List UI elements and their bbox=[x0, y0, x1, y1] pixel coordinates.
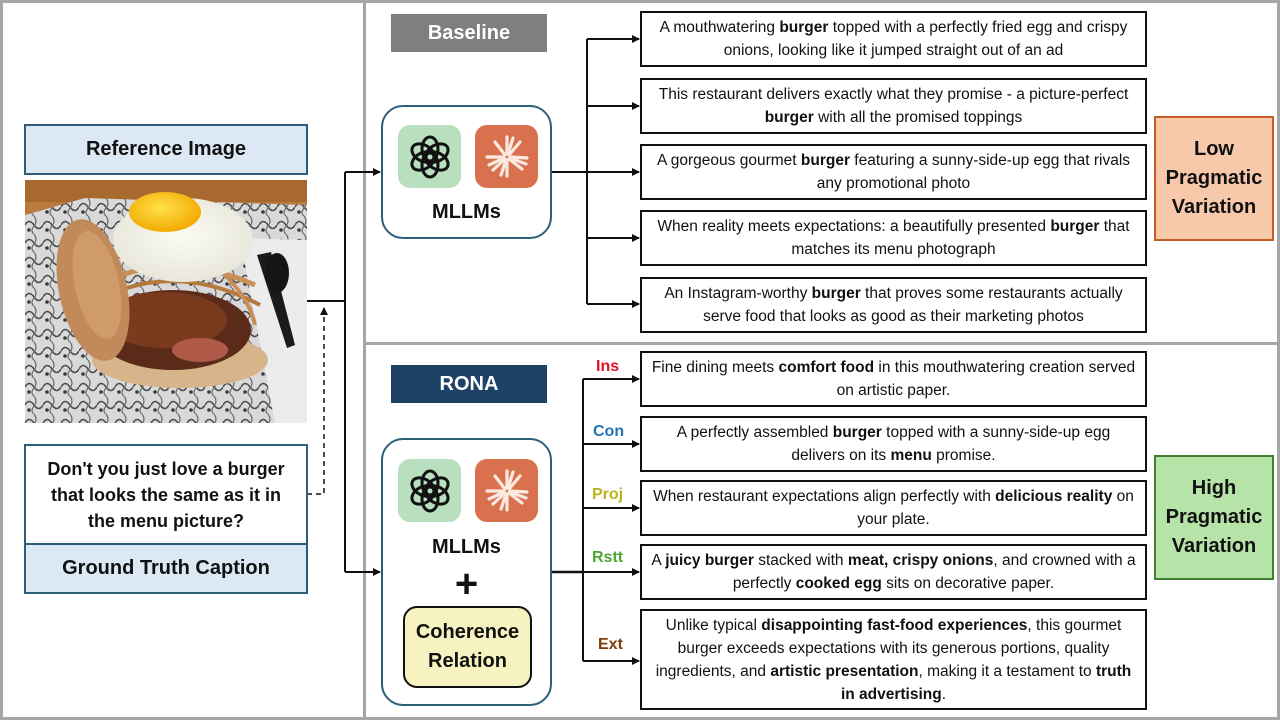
relation-label-ins: Ins bbox=[596, 358, 620, 375]
text-segment: with all the promised toppings bbox=[813, 109, 1023, 126]
openai-logo-icon bbox=[398, 125, 461, 188]
text-segment: When restaurant expectations align perfe… bbox=[653, 488, 996, 505]
emphasized-phrase: burger bbox=[764, 109, 814, 126]
baseline-output-4: When reality meets expectations: a beaut… bbox=[640, 210, 1147, 266]
relation-label-rstt: Rstt bbox=[592, 549, 624, 566]
text-segment: Fine dining meets bbox=[651, 359, 779, 376]
baseline-output-3: A gorgeous gourmet burger featuring a su… bbox=[640, 144, 1147, 200]
baseline-output-2: This restaurant delivers exactly what th… bbox=[640, 78, 1147, 134]
emphasized-phrase: burger bbox=[832, 424, 882, 441]
output-text: A gorgeous gourmet burger featuring a su… bbox=[650, 149, 1137, 195]
text-segment: topped with a perfectly fried egg and cr… bbox=[723, 19, 1128, 59]
text-segment: Unlike typical bbox=[665, 616, 762, 634]
emphasized-phrase: comfort food bbox=[778, 359, 875, 376]
relation-label-con: Con bbox=[593, 423, 625, 440]
output-text: When restaurant expectations align perfe… bbox=[650, 485, 1137, 531]
rona-output-rstt: A juicy burger stacked with meat, crispy… bbox=[640, 544, 1147, 600]
text-segment: featuring a sunny-side-up egg that rival… bbox=[816, 152, 1131, 192]
rona-panel-frame bbox=[363, 342, 1280, 720]
output-text: This restaurant delivers exactly what th… bbox=[650, 83, 1137, 129]
emphasized-phrase: burger bbox=[800, 152, 850, 169]
ground-truth-caption-label: Ground Truth Caption bbox=[24, 543, 308, 594]
text-segment: A gorgeous gourmet bbox=[656, 152, 801, 169]
baseline-mllm-label: MLLMs bbox=[432, 201, 501, 223]
emphasized-phrase: delicious reality bbox=[995, 488, 1113, 505]
rona-tag: RONA bbox=[391, 365, 547, 403]
claude-logo-icon bbox=[475, 125, 538, 188]
openai-knot-glyph bbox=[409, 135, 450, 178]
emphasized-phrase: burger bbox=[1050, 218, 1100, 235]
text-segment: in this mouthwatering creation served on… bbox=[836, 359, 1136, 399]
text-segment: A perfectly assembled bbox=[676, 424, 833, 441]
output-text: When reality meets expectations: a beaut… bbox=[650, 215, 1137, 261]
baseline-tag: Baseline bbox=[391, 14, 547, 52]
rona-output-con: A perfectly assembled burger topped with… bbox=[640, 416, 1147, 472]
text-segment: on your plate. bbox=[857, 488, 1134, 528]
emphasized-phrase: juicy burger bbox=[665, 552, 754, 569]
emphasized-phrase: cooked egg bbox=[795, 575, 882, 592]
output-text: Fine dining meets comfort food in this m… bbox=[650, 356, 1137, 402]
baseline-output-5: An Instagram-worthy burger that proves s… bbox=[640, 277, 1147, 333]
emphasized-phrase: meat, crispy onions bbox=[847, 552, 994, 569]
text-segment: This restaurant delivers exactly what th… bbox=[658, 86, 1129, 103]
openai-knot-glyph bbox=[409, 469, 450, 512]
coherence-relation-box: Coherence Relation bbox=[403, 606, 532, 688]
output-text: An Instagram-worthy burger that proves s… bbox=[650, 282, 1137, 328]
openai-logo-icon bbox=[398, 459, 461, 522]
rona-output-ext: Unlike typical disappointing fast-food e… bbox=[640, 609, 1147, 710]
text-segment: An Instagram-worthy bbox=[664, 285, 812, 302]
baseline-mllm-box: MLLMs bbox=[381, 105, 552, 239]
output-text: Unlike typical disappointing fast-food e… bbox=[648, 614, 1139, 706]
rona-mllm-box: MLLMs + Coherence Relation bbox=[381, 438, 552, 706]
text-segment: . bbox=[941, 685, 947, 703]
output-text: A juicy burger stacked with meat, crispy… bbox=[650, 549, 1137, 595]
claude-starburst-glyph bbox=[484, 134, 529, 178]
text-segment: A bbox=[651, 552, 666, 569]
text-segment: , this gourmet burger exceeds expectatio… bbox=[655, 616, 1122, 680]
text-segment: topped with a sunny-side-up egg delivers… bbox=[791, 424, 1111, 464]
text-segment: promise. bbox=[931, 447, 996, 464]
text-segment: that matches its menu photograph bbox=[791, 218, 1130, 258]
rona-output-proj: When restaurant expectations align perfe… bbox=[640, 480, 1147, 536]
emphasized-phrase: truth in advertising bbox=[840, 662, 1132, 703]
emphasized-phrase: disappointing fast-food experiences bbox=[761, 616, 1028, 634]
rona-output-ins: Fine dining meets comfort food in this m… bbox=[640, 351, 1147, 407]
emphasized-phrase: artistic presentation bbox=[770, 662, 919, 680]
ground-truth-caption: Don't you just love a burger that looks … bbox=[24, 444, 308, 545]
claude-starburst-glyph bbox=[484, 468, 529, 512]
relation-label-proj: Proj bbox=[592, 486, 624, 503]
plus-sign: + bbox=[454, 562, 479, 606]
claude-logo-icon bbox=[475, 459, 538, 522]
output-text: A mouthwatering burger topped with a per… bbox=[650, 16, 1137, 62]
text-segment: that proves some restaurants actually se… bbox=[703, 285, 1123, 325]
text-segment: A mouthwatering bbox=[659, 19, 780, 36]
emphasized-phrase: menu bbox=[890, 447, 932, 464]
reference-image bbox=[25, 180, 307, 423]
emphasized-phrase: burger bbox=[779, 19, 829, 36]
text-segment: , making it a testament to bbox=[918, 662, 1096, 680]
reference-image-label: Reference Image bbox=[24, 124, 308, 175]
text-segment: sits on decorative paper. bbox=[881, 575, 1055, 592]
relation-label-ext: Ext bbox=[598, 636, 623, 653]
low-pragmatic-variation-label: Low Pragmatic Variation bbox=[1154, 116, 1274, 241]
rona-mllm-label: MLLMs bbox=[432, 536, 501, 558]
baseline-output-1: A mouthwatering burger topped with a per… bbox=[640, 11, 1147, 67]
burger-photo-illustration bbox=[25, 180, 307, 423]
text-segment: , and crowned with a perfectly bbox=[732, 552, 1136, 592]
text-segment: When reality meets expectations: a beaut… bbox=[657, 218, 1051, 235]
high-pragmatic-variation-label: High Pragmatic Variation bbox=[1154, 455, 1274, 580]
output-text: A perfectly assembled burger topped with… bbox=[650, 421, 1137, 467]
text-segment: stacked with bbox=[753, 552, 848, 569]
emphasized-phrase: burger bbox=[811, 285, 861, 302]
